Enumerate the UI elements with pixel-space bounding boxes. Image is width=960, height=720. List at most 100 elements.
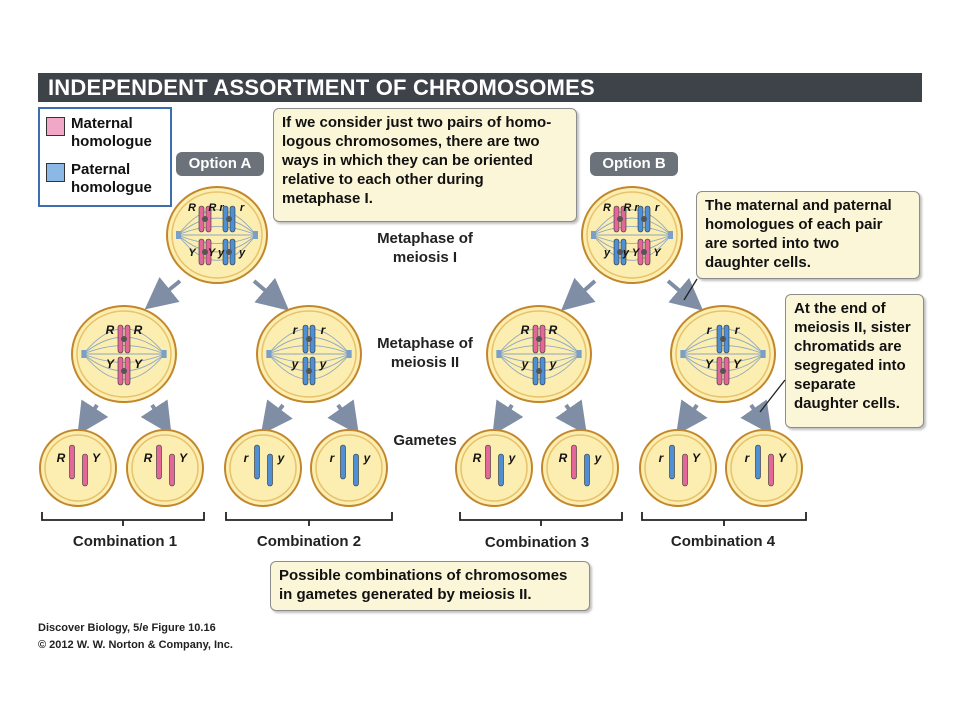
lower-allele-right: y: [549, 357, 558, 371]
arrow-9: [492, 399, 524, 436]
upper-allele-left: r: [293, 323, 299, 337]
allele-lower-right-label: Y: [653, 247, 662, 259]
lower-allele-left: Y: [106, 357, 115, 371]
combination-bracket-2: [225, 512, 393, 526]
allele-2: y: [508, 451, 517, 465]
fiber: [592, 234, 672, 253]
centromere: [226, 249, 232, 255]
centrosome-left: [176, 231, 181, 239]
centromere: [121, 336, 127, 342]
allele-1: R: [473, 451, 482, 465]
fiber: [498, 353, 580, 380]
centrosome-right: [161, 350, 167, 358]
cell-membrane: [639, 429, 717, 507]
fiber: [83, 353, 165, 380]
allele-lower-right-label: y: [238, 247, 246, 259]
lower-chromosome: [302, 356, 316, 386]
centrosome-left: [266, 350, 272, 358]
cell-membrane: [126, 429, 204, 507]
stage-gametes: Gametes: [393, 432, 457, 449]
fiber: [682, 328, 764, 355]
cell-membrane: [310, 429, 388, 507]
fiber: [592, 209, 672, 236]
fiber: [177, 234, 257, 253]
arrow-7: [260, 399, 293, 435]
allele-1: r: [745, 451, 751, 465]
cell-inner-ring: [261, 310, 357, 398]
lower-chromosome: [716, 356, 730, 386]
fiber: [682, 345, 764, 355]
allele-Rr-label: R r: [208, 202, 224, 214]
spindle-fibers: [266, 328, 352, 380]
cell-inner-ring: [675, 310, 771, 398]
combination-4-label: Combination 4: [670, 533, 776, 550]
allele-1: r: [659, 451, 665, 465]
cell-membrane: [39, 429, 117, 507]
note-orientation: If we consider just two pairs of homo- l…: [273, 108, 577, 222]
upper-allele-right: R: [134, 323, 143, 337]
allele-1: r: [330, 451, 336, 465]
allele-r-label: r: [240, 202, 245, 214]
centromere: [641, 216, 647, 222]
allele-1: R: [559, 451, 568, 465]
allele-2: y: [277, 451, 286, 465]
fiber: [268, 328, 350, 355]
credit-book: Discover Biology, 5/e Figure 10.16: [38, 622, 216, 634]
centromere: [720, 368, 726, 374]
fiber: [83, 353, 165, 363]
cell-inner-ring: [460, 434, 528, 502]
allele-R-label: R: [188, 202, 196, 214]
arrow-3: [560, 277, 597, 311]
allele-2: Y: [179, 451, 188, 465]
chromosome-2: [584, 453, 590, 487]
fiber: [592, 217, 672, 236]
cell-inner-ring: [315, 434, 383, 502]
maternal-R-chromosome: [198, 205, 212, 233]
chromosome-2: [169, 453, 175, 487]
chromosome-1: [69, 444, 75, 480]
cell-inner-ring: [171, 191, 263, 279]
centromere: [720, 336, 726, 342]
centromere: [226, 216, 232, 222]
arrow-11: [676, 399, 708, 435]
centrosome-right: [346, 350, 352, 358]
centrosome-left: [680, 350, 686, 358]
leader-sorted: [683, 278, 698, 301]
centrosome-left: [496, 350, 502, 358]
cell-inner-ring: [229, 434, 297, 502]
paternal-swatch: [46, 163, 65, 182]
upper-allele-right: r: [321, 323, 327, 337]
spindle-fibers: [176, 209, 258, 261]
chromosome-1: [340, 444, 346, 480]
allele-r-label: r: [655, 202, 660, 214]
centrosome-left: [81, 350, 87, 358]
lower-right-chromosome: [637, 238, 651, 266]
legend: Maternal homologue Paternal homologue: [38, 107, 172, 207]
cell-membrane: [725, 429, 803, 507]
maternal-swatch: [46, 117, 65, 136]
centromere: [617, 216, 623, 222]
lower-allele-right: y: [319, 357, 328, 371]
allele-2: y: [363, 451, 372, 465]
fiber: [682, 353, 764, 380]
upper-chromosome: [716, 324, 730, 354]
cell-inner-ring: [44, 434, 112, 502]
allele-R-label: R: [603, 202, 611, 214]
option-b-label: Option B: [590, 152, 678, 176]
centrosome-right: [253, 231, 258, 239]
fiber: [268, 345, 350, 355]
allele-2: y: [594, 451, 603, 465]
maternal-R-chromosome: [613, 205, 627, 233]
upper-chromosome: [532, 324, 546, 354]
cell-inner-ring: [586, 191, 678, 279]
leader-meiosis2: [759, 379, 786, 413]
allele-lower-left-label: Y: [188, 247, 197, 259]
chromosome-1: [485, 444, 491, 480]
upper-allele-left: r: [707, 323, 713, 337]
note-sorted: The maternal and paternal homologues of …: [696, 191, 920, 279]
